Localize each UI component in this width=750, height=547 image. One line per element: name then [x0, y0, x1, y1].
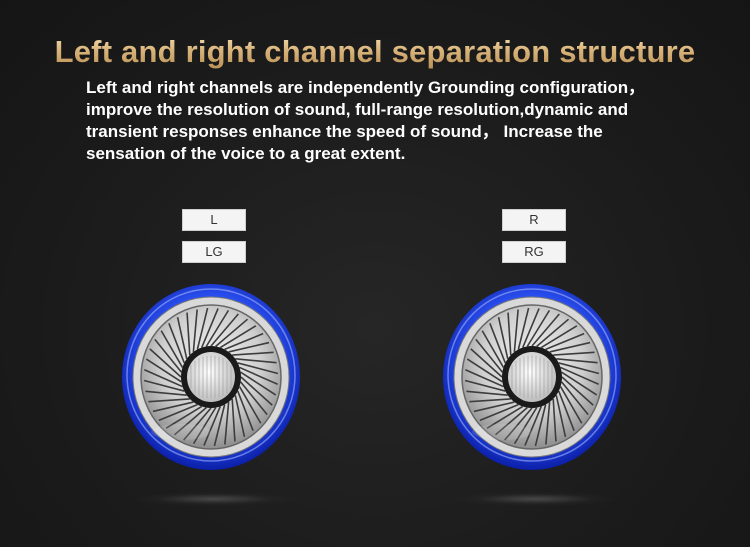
right-signal-label: R [502, 209, 566, 231]
left-ground-label: LG [182, 241, 246, 263]
driver-fins [464, 307, 600, 447]
description: Left and right channels are independentl… [86, 77, 686, 165]
left-driver-shadow [134, 492, 294, 506]
right-driver-shadow [455, 492, 615, 506]
left-driver-image [122, 284, 300, 470]
description-line: improve the resolution of sound, full-ra… [86, 100, 629, 119]
right-ground-label: RG [502, 241, 566, 263]
description-line: transient responses enhance the speed of… [86, 122, 603, 141]
description-line: Left and right channels are independentl… [86, 78, 646, 97]
right-driver-image [443, 284, 621, 470]
description-line: sensation of the voice to a great extent… [86, 144, 406, 163]
driver-fins [143, 307, 279, 447]
left-signal-label: L [182, 209, 246, 231]
page-title: Left and right channel separation struct… [0, 34, 750, 70]
